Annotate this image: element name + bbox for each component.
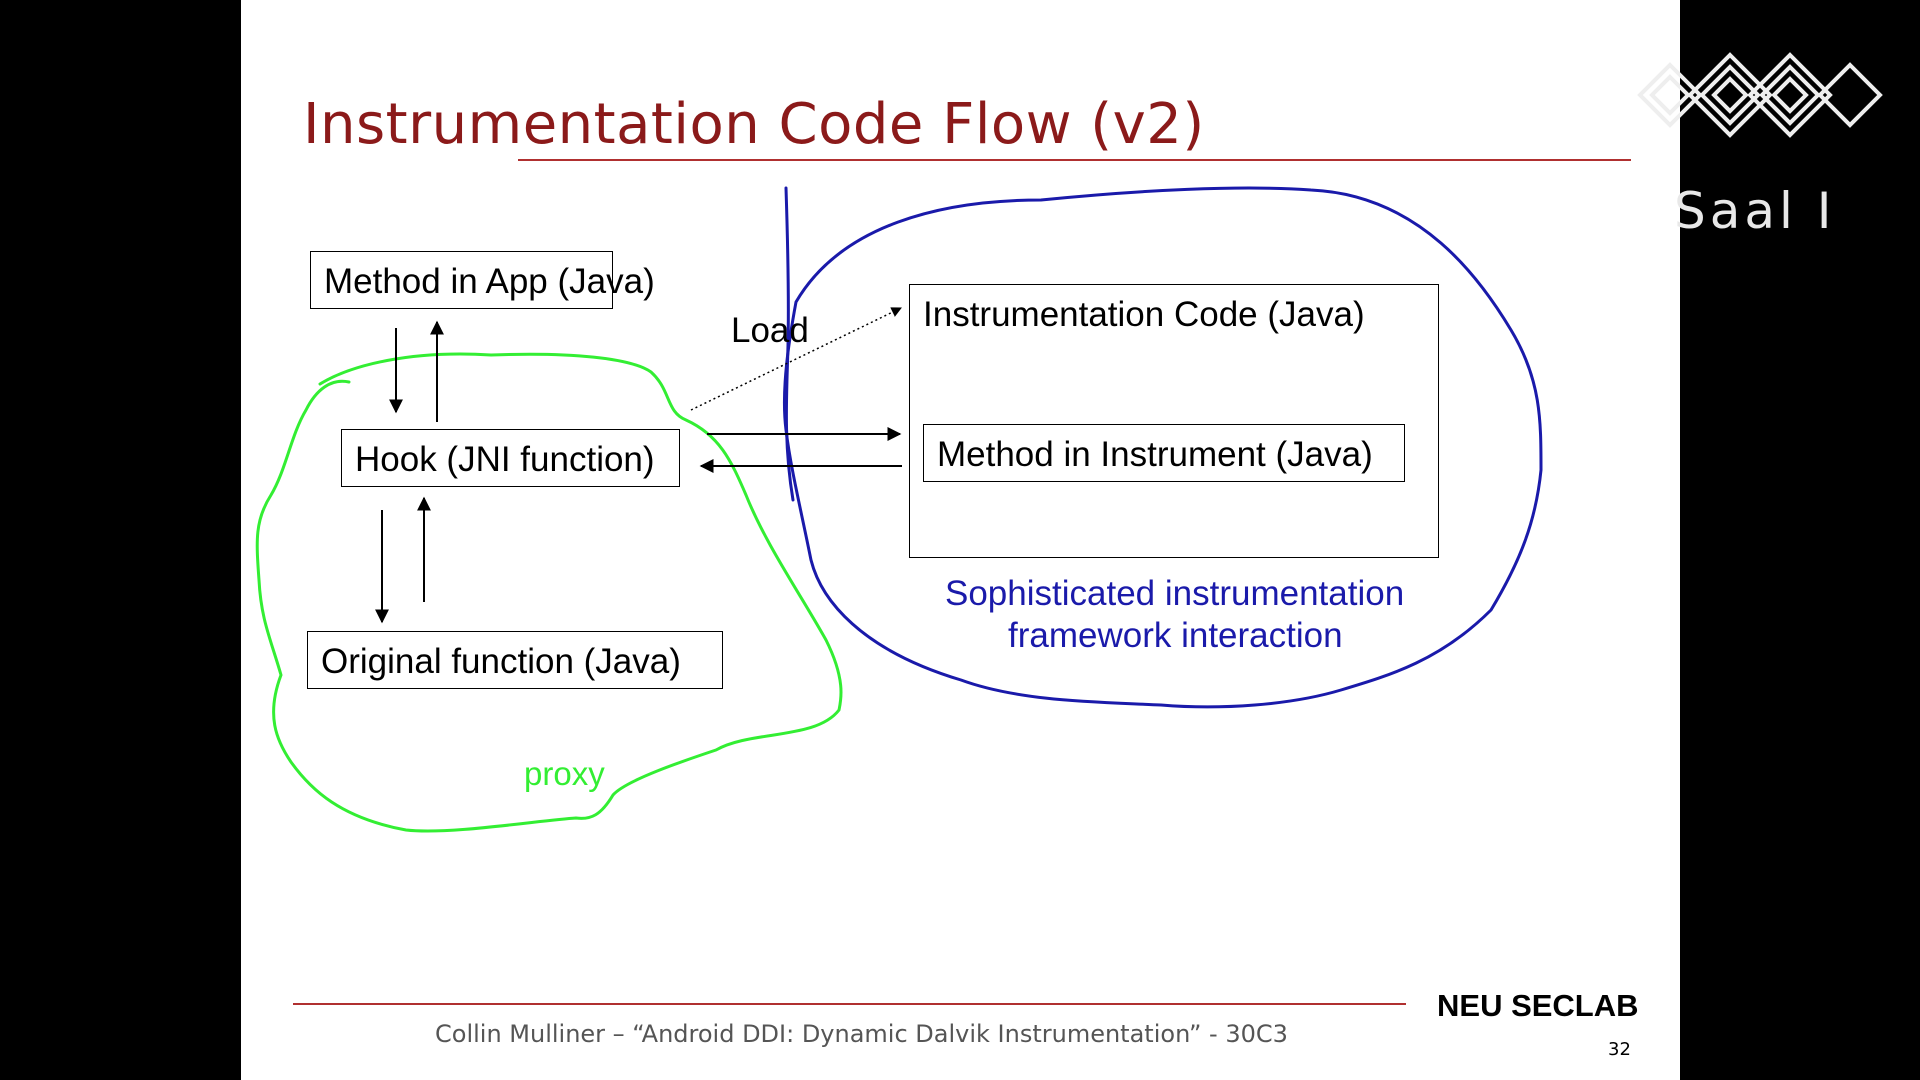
load-label: Load [731, 311, 809, 350]
footer-brand: NEU SECLAB [1437, 988, 1639, 1023]
method-in-app-box: Method in App (Java) [310, 251, 655, 309]
conference-logo: Saal I [1590, 40, 1890, 240]
method-in-instrument-box: Method in Instrument (Java) [923, 424, 1405, 482]
method-in-app-label: Method in App (Java) [324, 262, 655, 301]
footer-divider [293, 1003, 1406, 1005]
instrumentation-code-label: Instrumentation Code (Java) [923, 295, 1365, 334]
framework-label-line2: framework interaction [1008, 616, 1343, 655]
title-divider [518, 159, 1631, 161]
hook-box: Hook (JNI function) [341, 429, 680, 487]
slide-title: Instrumentation Code Flow (v2) [303, 92, 1205, 157]
proxy-label: proxy [524, 755, 605, 792]
method-in-instrument-label: Method in Instrument (Java) [937, 435, 1373, 474]
instrumentation-code-box: Instrumentation Code (Java) [909, 284, 1439, 558]
original-function-box: Original function (Java) [307, 631, 723, 689]
page-number: 32 [1608, 1039, 1631, 1060]
framework-label-line1: Sophisticated instrumentation [945, 574, 1405, 613]
slide: Instrumentation Code Flow (v2) Method in… [241, 0, 1680, 1080]
original-function-label: Original function (Java) [321, 642, 681, 681]
hook-label: Hook (JNI function) [355, 440, 655, 479]
conference-logo-icon [1637, 52, 1883, 138]
logo-text: Saal I [1674, 182, 1836, 240]
footer-text: Collin Mulliner – “Android DDI: Dynamic … [435, 1020, 1288, 1048]
